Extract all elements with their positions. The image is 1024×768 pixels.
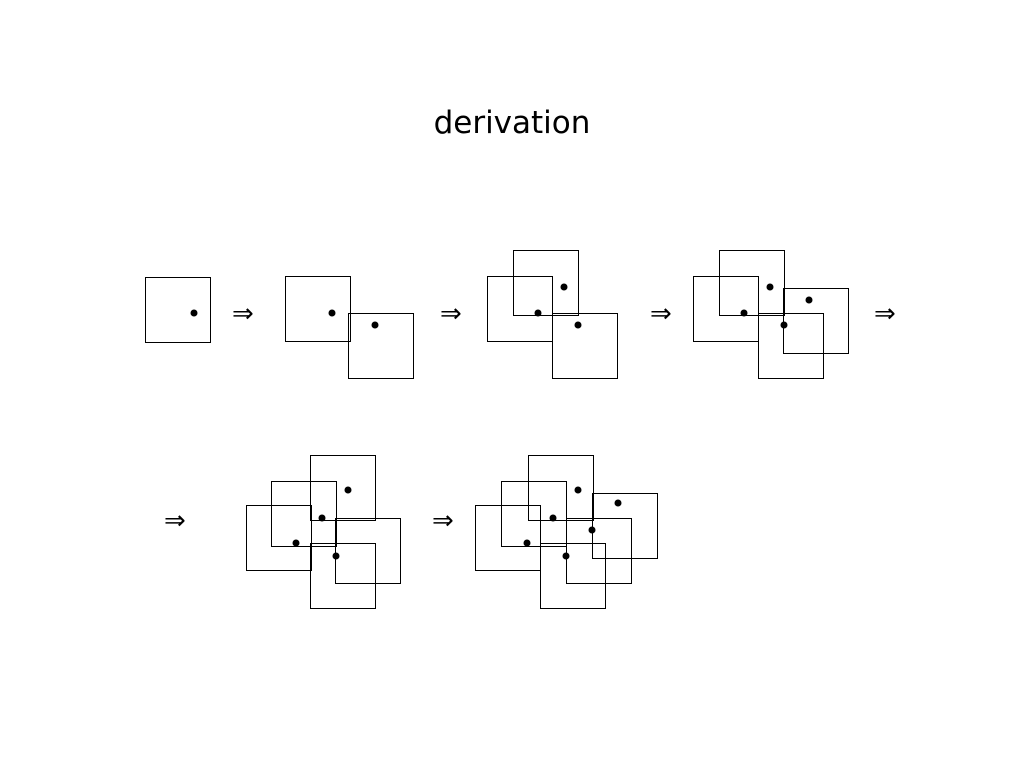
square-tile: [719, 250, 785, 316]
square-tile: [271, 481, 337, 547]
marker-dot: [190, 309, 198, 317]
arrow-after-step-3: ⇒: [650, 299, 672, 329]
marker-dot: [780, 321, 788, 329]
square-tile: [566, 518, 632, 584]
marker-dot: [740, 309, 748, 317]
arrow-after-step-5: ⇒: [432, 506, 454, 536]
marker-dot: [614, 499, 622, 507]
marker-dot: [574, 486, 582, 494]
marker-dot: [371, 321, 379, 329]
page-title: derivation: [433, 105, 591, 141]
derivation-step-4: [693, 250, 849, 379]
derivation-step-5: [246, 455, 401, 609]
square-tile: [513, 250, 579, 316]
square-tile: [501, 481, 567, 547]
square-tile: [310, 455, 376, 521]
marker-dot: [766, 283, 774, 291]
arrow-before-step-5: ⇒: [164, 506, 186, 536]
square-tile: [475, 505, 541, 571]
square-tile: [783, 288, 849, 354]
square-tile: [528, 455, 594, 521]
marker-dot: [574, 321, 582, 329]
square-tile: [758, 313, 824, 379]
derivation-step-2: [285, 276, 414, 379]
square-tile: [552, 313, 618, 379]
marker-dot: [805, 296, 813, 304]
marker-dot: [562, 552, 570, 560]
derivation-step-6: [475, 455, 658, 609]
square-tile: [145, 277, 211, 343]
square-tile: [285, 276, 351, 342]
square-tile: [693, 276, 759, 342]
marker-dot: [292, 539, 300, 547]
marker-dot: [332, 552, 340, 560]
arrow-after-step-2: ⇒: [440, 299, 462, 329]
marker-dot: [534, 309, 542, 317]
arrow-after-step-4: ⇒: [874, 299, 896, 329]
square-tile: [335, 518, 401, 584]
derivation-step-3: [487, 250, 618, 379]
marker-dot: [588, 526, 596, 534]
square-tile: [592, 493, 658, 559]
marker-dot: [560, 283, 568, 291]
marker-dot: [523, 539, 531, 547]
square-tile: [310, 543, 376, 609]
marker-dot: [328, 309, 336, 317]
arrow-after-step-1: ⇒: [232, 299, 254, 329]
square-tile: [246, 505, 312, 571]
square-tile: [487, 276, 553, 342]
marker-dot: [549, 514, 557, 522]
marker-dot: [318, 514, 326, 522]
marker-dot: [344, 486, 352, 494]
square-tile: [348, 313, 414, 379]
derivation-step-1: [145, 277, 211, 343]
square-tile: [540, 543, 606, 609]
